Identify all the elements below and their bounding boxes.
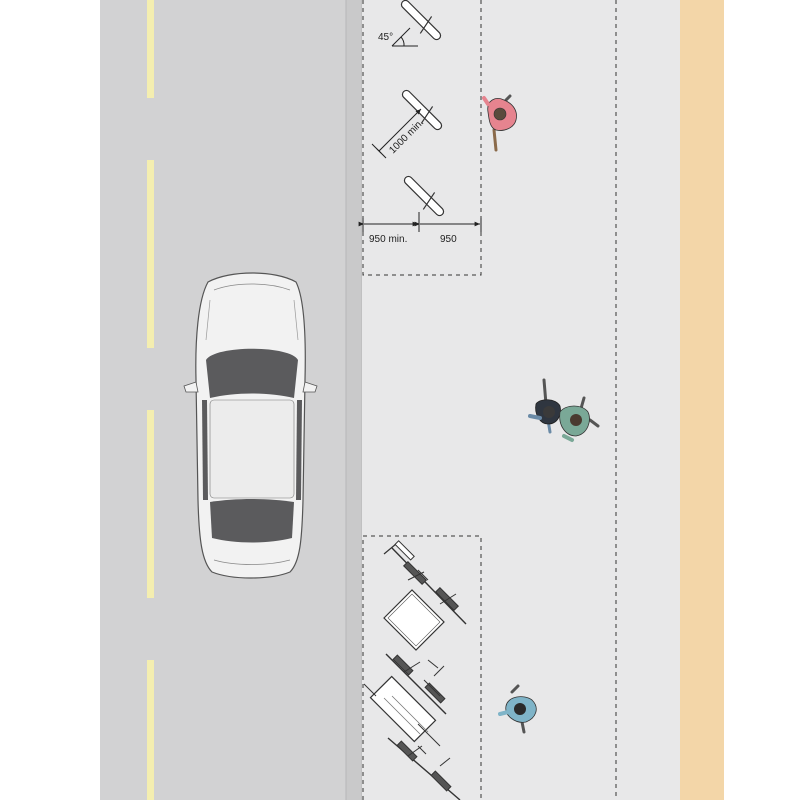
rack-spacing-dimension	[371, 108, 422, 159]
bicycle-icon	[387, 737, 461, 800]
bike-trailer-icon	[363, 675, 441, 747]
clearance-right-label: 950	[440, 234, 457, 245]
clearance-left-label: 950 min.	[369, 234, 407, 245]
angle-label: 45°	[378, 32, 393, 43]
lane-dash	[147, 0, 154, 98]
bike-rack	[400, 0, 442, 41]
building-edge	[680, 0, 724, 800]
car-icon	[183, 272, 318, 579]
lane-dash	[147, 660, 154, 800]
bicycle-icon	[385, 653, 447, 715]
cargo-bike-icon	[383, 540, 467, 651]
curb	[346, 0, 362, 800]
lane-marking	[147, 0, 154, 800]
pedestrian-icon	[482, 94, 517, 152]
pedestrian-icon	[528, 378, 561, 434]
bike-rack	[403, 175, 445, 217]
lane-dash	[147, 160, 154, 348]
zone-boundaries	[362, 0, 617, 800]
bike-rack-icon	[400, 0, 445, 217]
clearance-dimensions	[358, 212, 482, 232]
cargo-bike-zone-outline	[362, 535, 482, 800]
windshield	[206, 348, 298, 398]
bike-rack-zone-outline	[362, 0, 482, 276]
rear-window	[210, 499, 294, 543]
pedestrian-icon	[559, 396, 600, 442]
angle-annotation	[391, 27, 418, 47]
lane-dash	[147, 410, 154, 598]
pedestrian-icon	[498, 684, 537, 734]
